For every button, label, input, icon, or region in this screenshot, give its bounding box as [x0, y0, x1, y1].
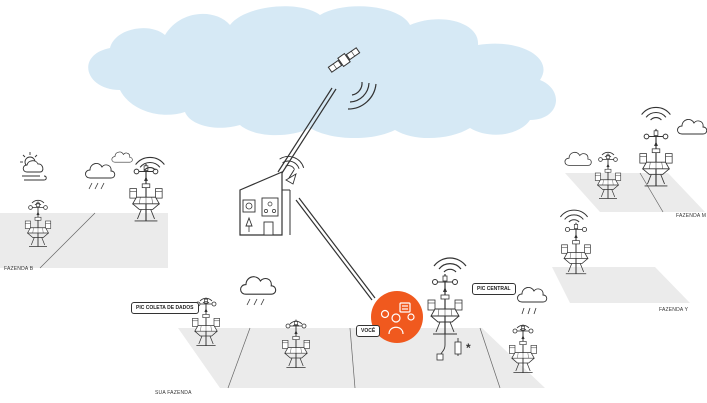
house-antenna-icon	[285, 169, 297, 185]
farm-label-m: FAZENDA M	[676, 213, 707, 219]
rain-cloud-icon	[517, 286, 548, 315]
rain-cloud-icon	[85, 162, 116, 190]
farmer-icon	[380, 302, 415, 335]
ground-fazenda-b	[0, 213, 168, 268]
house-icon	[239, 171, 291, 236]
satellite-icon	[327, 47, 361, 73]
farm-label-sua: SUA FAZENDA	[155, 390, 192, 396]
ground-fazenda-m	[565, 173, 705, 212]
sky-cloud	[88, 6, 557, 139]
satellite-signal	[347, 81, 377, 110]
voce-label: VOCÊ	[356, 325, 381, 337]
farm-label-b: FAZENDA B	[4, 266, 34, 272]
farm-label-y: FAZENDA Y	[659, 307, 689, 313]
pic-coleta-label: PIC COLETA DE DADOS	[131, 302, 199, 314]
svg-text:*: *	[466, 341, 471, 355]
rain-cloud-icon	[240, 276, 277, 306]
ground-fazenda-y	[552, 267, 690, 303]
pic-central-label: PIC CENTRAL	[472, 283, 516, 295]
sun-cloud-icon	[20, 152, 47, 181]
ground-sua-fazenda	[178, 328, 545, 388]
